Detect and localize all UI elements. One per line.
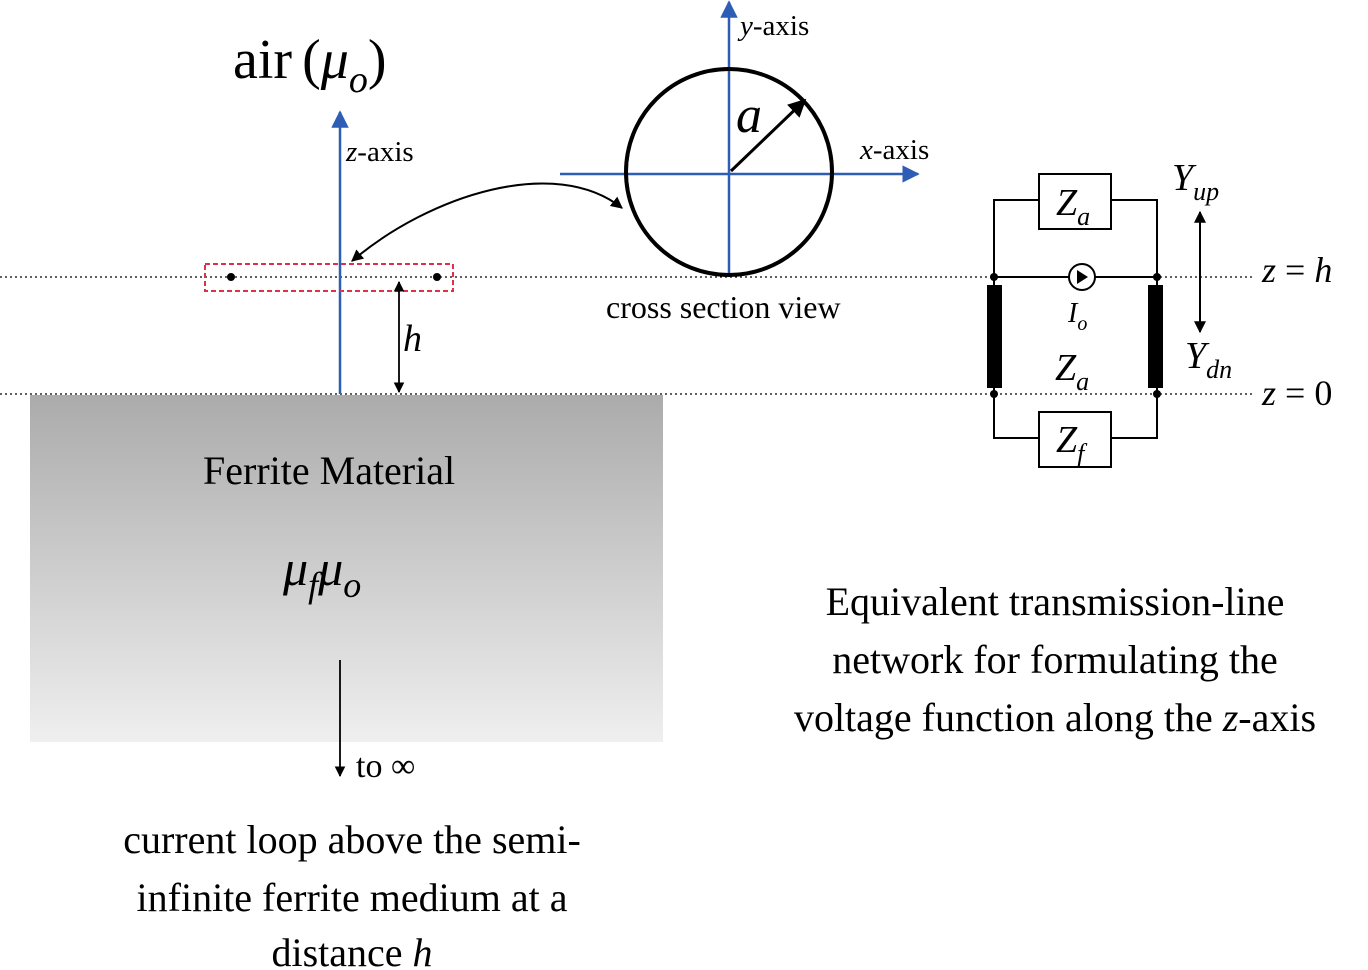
top-impedance-box bbox=[1038, 173, 1112, 230]
junction-dot bbox=[1153, 273, 1161, 281]
cross-section-circle bbox=[624, 67, 834, 277]
loop-dot-right bbox=[433, 273, 441, 281]
tline-right-bar bbox=[1148, 285, 1163, 388]
current-loop-box bbox=[204, 263, 454, 292]
right-caption-line1: Equivalent transmission-line bbox=[826, 579, 1285, 624]
y-dn-label: Ydn bbox=[1185, 335, 1232, 384]
transmission-line-network: Za Io Za Zf Yup Ydn z = h z = 0 bbox=[987, 157, 1332, 468]
ferrite-title: Ferrite Material bbox=[203, 448, 455, 493]
top-branch-wire-right bbox=[1111, 199, 1158, 277]
left-caption-line1: current loop above the semi- bbox=[123, 817, 581, 862]
right-caption-line2: network for formulating the bbox=[832, 637, 1277, 682]
bottom-branch-wire-right bbox=[1111, 394, 1158, 439]
loop-dot-left bbox=[227, 273, 235, 281]
y-up-label: Yup bbox=[1172, 157, 1219, 206]
left-caption-line3: distance h bbox=[271, 930, 432, 970]
top-impedance-label: Za bbox=[1056, 182, 1090, 231]
middle-impedance-label: Za bbox=[1055, 347, 1089, 396]
current-source-arrow bbox=[1077, 270, 1088, 284]
height-label: h bbox=[403, 318, 422, 360]
ferrite-permeability: μfμo bbox=[282, 540, 361, 605]
bottom-branch-wire bbox=[993, 394, 1039, 439]
z-axis-label: z-axis bbox=[345, 136, 414, 168]
cross-section-caption: cross section view bbox=[606, 289, 841, 325]
top-branch-wire bbox=[993, 199, 1039, 277]
y-axis-label: y-axis bbox=[737, 10, 809, 42]
junction-dot bbox=[990, 273, 998, 281]
bottom-impedance-box bbox=[1038, 411, 1112, 468]
radius-arrow bbox=[729, 98, 807, 173]
radius-label: a bbox=[736, 87, 762, 144]
link-arrow bbox=[351, 182, 623, 262]
bottom-impedance-label: Zf bbox=[1056, 419, 1088, 468]
current-source-label: Io bbox=[1067, 298, 1087, 335]
z-equals-h-label: z = h bbox=[1261, 250, 1332, 290]
z-equals-0-label: z = 0 bbox=[1261, 373, 1332, 413]
x-axis-label: x-axis bbox=[859, 134, 929, 166]
depth-label: to ∞ bbox=[356, 748, 415, 785]
right-caption-line3: voltage function along the z-axis bbox=[794, 695, 1316, 740]
ferrite-medium bbox=[30, 395, 663, 742]
air-label: air(μo) bbox=[233, 29, 386, 101]
left-caption-line2: infinite ferrite medium at a bbox=[137, 875, 568, 920]
